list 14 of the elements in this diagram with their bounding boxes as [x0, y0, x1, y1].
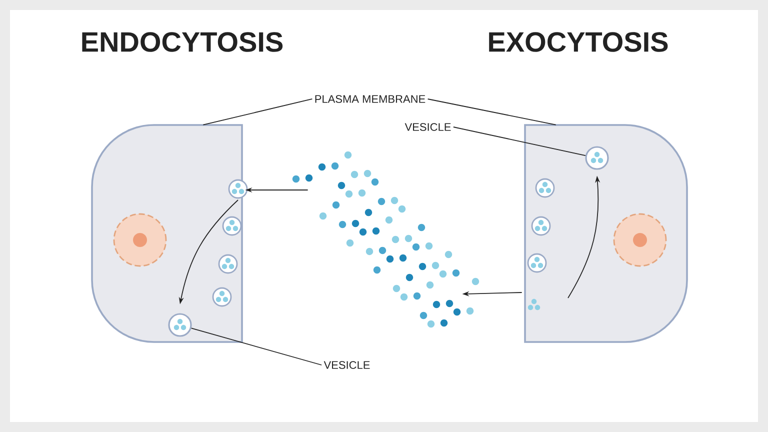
cell-drawing: [91, 124, 248, 343]
label-text: VESICLE: [404, 123, 451, 131]
heading: EXOCYTOSIS: [489, 32, 668, 52]
leader-line: [202, 98, 313, 126]
molecule-cluster-drawing: [292, 151, 480, 328]
label-text: PLASMA MEMBRANE: [315, 95, 426, 103]
leader-line: [453, 126, 586, 156]
leader-line: [427, 98, 556, 126]
heading: ENDOCYTOSIS: [82, 32, 283, 52]
label-text: VESICLE: [324, 361, 370, 369]
cell-drawing: [524, 124, 688, 343]
vesicle-drawing: [168, 313, 192, 337]
leader-line: [190, 328, 322, 366]
vesicle-drawing: [585, 146, 609, 170]
